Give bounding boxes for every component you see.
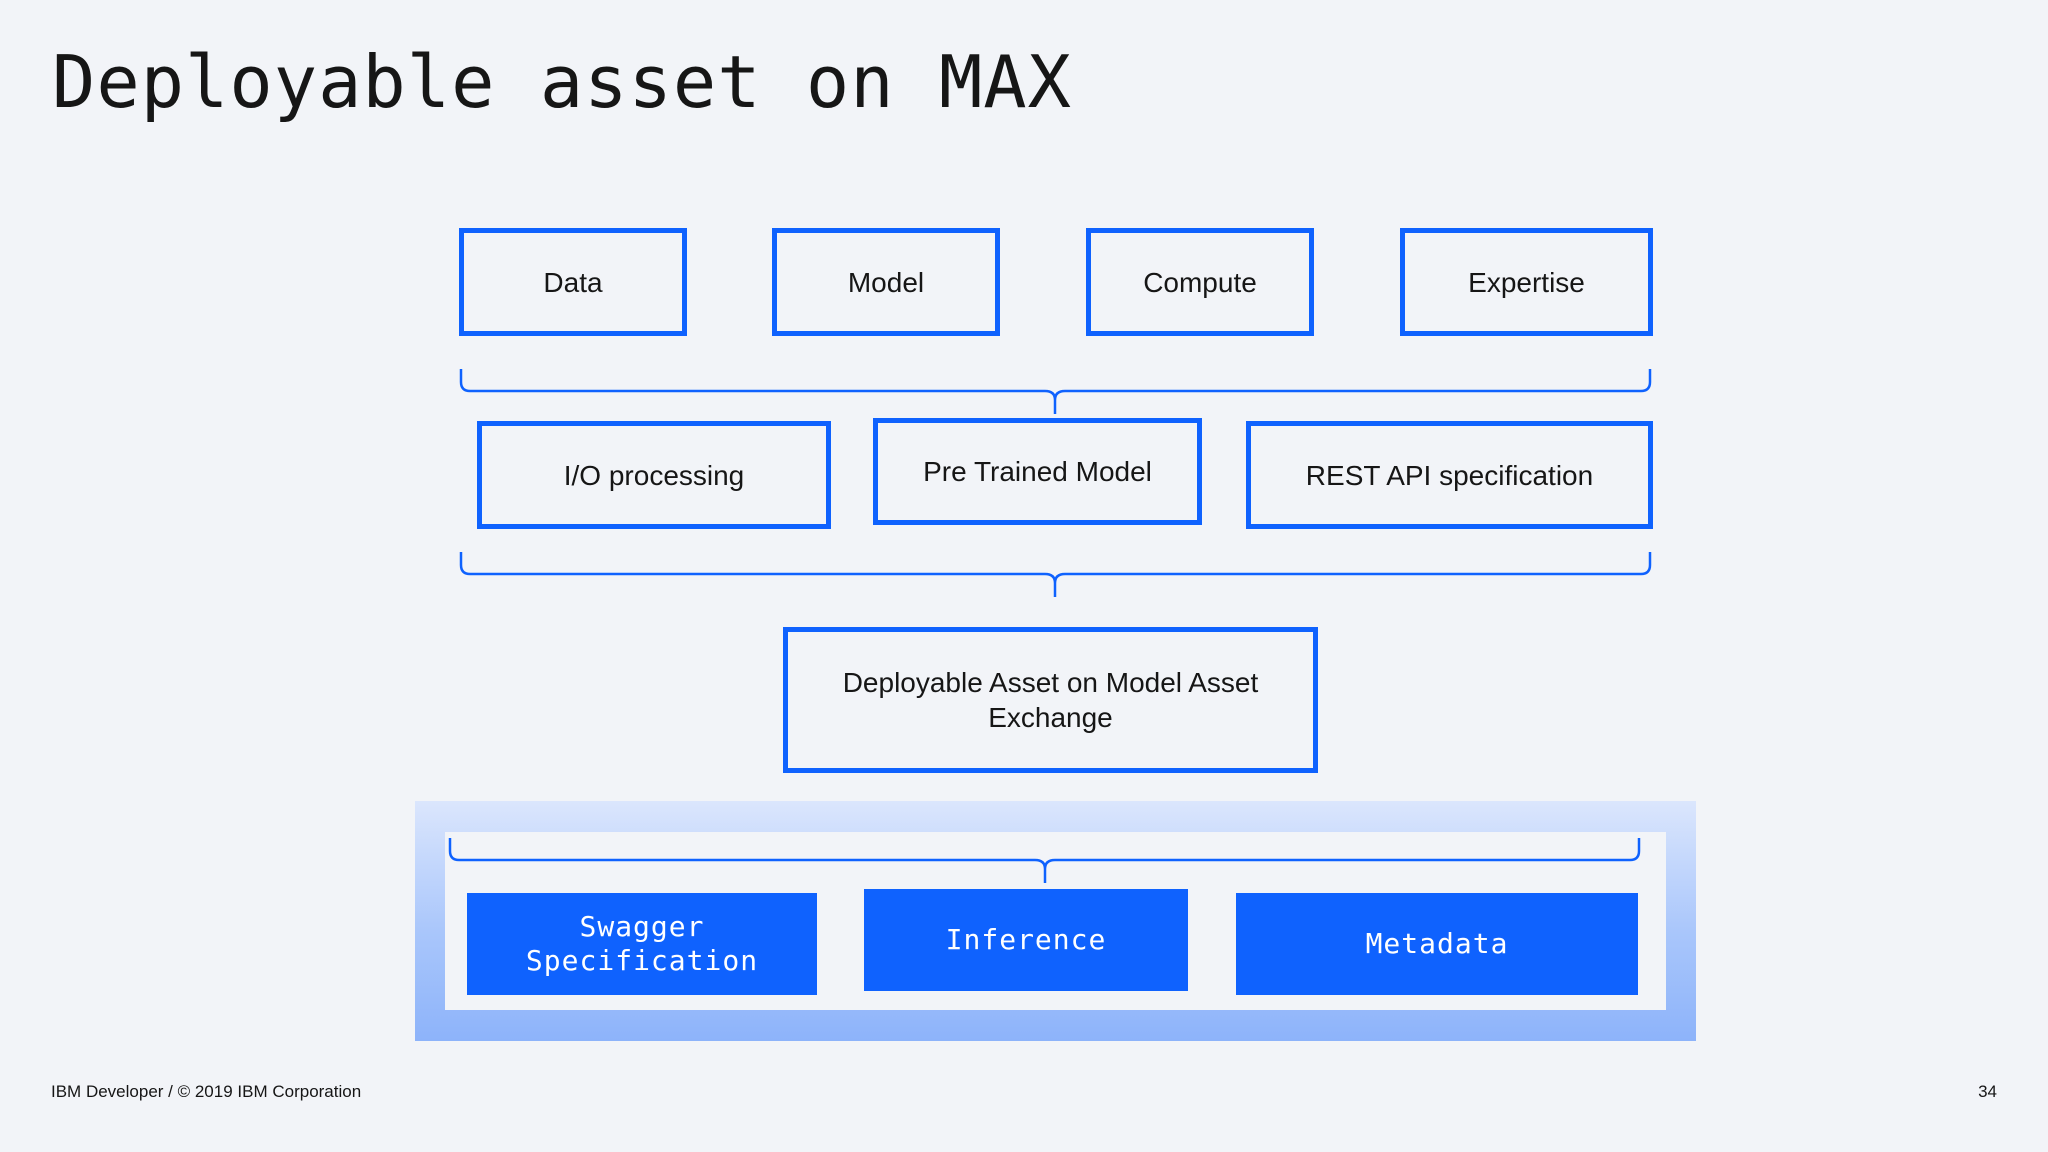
footer-copyright: IBM Developer / © 2019 IBM Corporation — [51, 1082, 362, 1101]
pre-trained-model-box: Pre Trained Model — [873, 418, 1202, 525]
input-compute-label: Compute — [1143, 266, 1257, 298]
input-data-label: Data — [543, 266, 603, 298]
inference-label: Inference — [945, 923, 1107, 957]
deployable-asset-label-line1: Deployable Asset on Model Asset — [842, 667, 1259, 698]
input-compute-box: Compute — [1086, 228, 1314, 336]
pre-trained-model-label: Pre Trained Model — [923, 456, 1152, 487]
rest-api-specification-label: REST API specification — [1305, 459, 1594, 491]
input-expertise-label: Expertise — [1468, 266, 1585, 298]
io-processing-label: I/O processing — [563, 459, 745, 491]
rest-api-specification-box: REST API specification — [1246, 421, 1653, 529]
bracket-outputs — [448, 838, 1641, 883]
input-model-box: Model — [772, 228, 1000, 336]
page-number: 34 — [1978, 1082, 1997, 1101]
deployable-asset-label-line2: Exchange — [988, 702, 1113, 733]
swagger-label-line1: Swagger — [579, 910, 705, 944]
bracket-inputs-to-components — [459, 369, 1652, 414]
metadata-label: Metadata — [1365, 927, 1509, 961]
swagger-specification-box: Swagger Specification — [467, 893, 817, 995]
bracket-components-to-result — [459, 552, 1652, 597]
input-model-label: Model — [847, 266, 925, 298]
inference-box: Inference — [864, 889, 1188, 991]
io-processing-box: I/O processing — [477, 421, 831, 529]
page-title: Deployable asset on MAX — [52, 40, 1072, 124]
swagger-label-line2: Specification — [525, 944, 759, 977]
input-data-box: Data — [459, 228, 687, 336]
metadata-box: Metadata — [1236, 893, 1638, 995]
input-expertise-box: Expertise — [1400, 228, 1653, 336]
deployable-asset-box: Deployable Asset on Model Asset Exchange — [783, 627, 1318, 773]
